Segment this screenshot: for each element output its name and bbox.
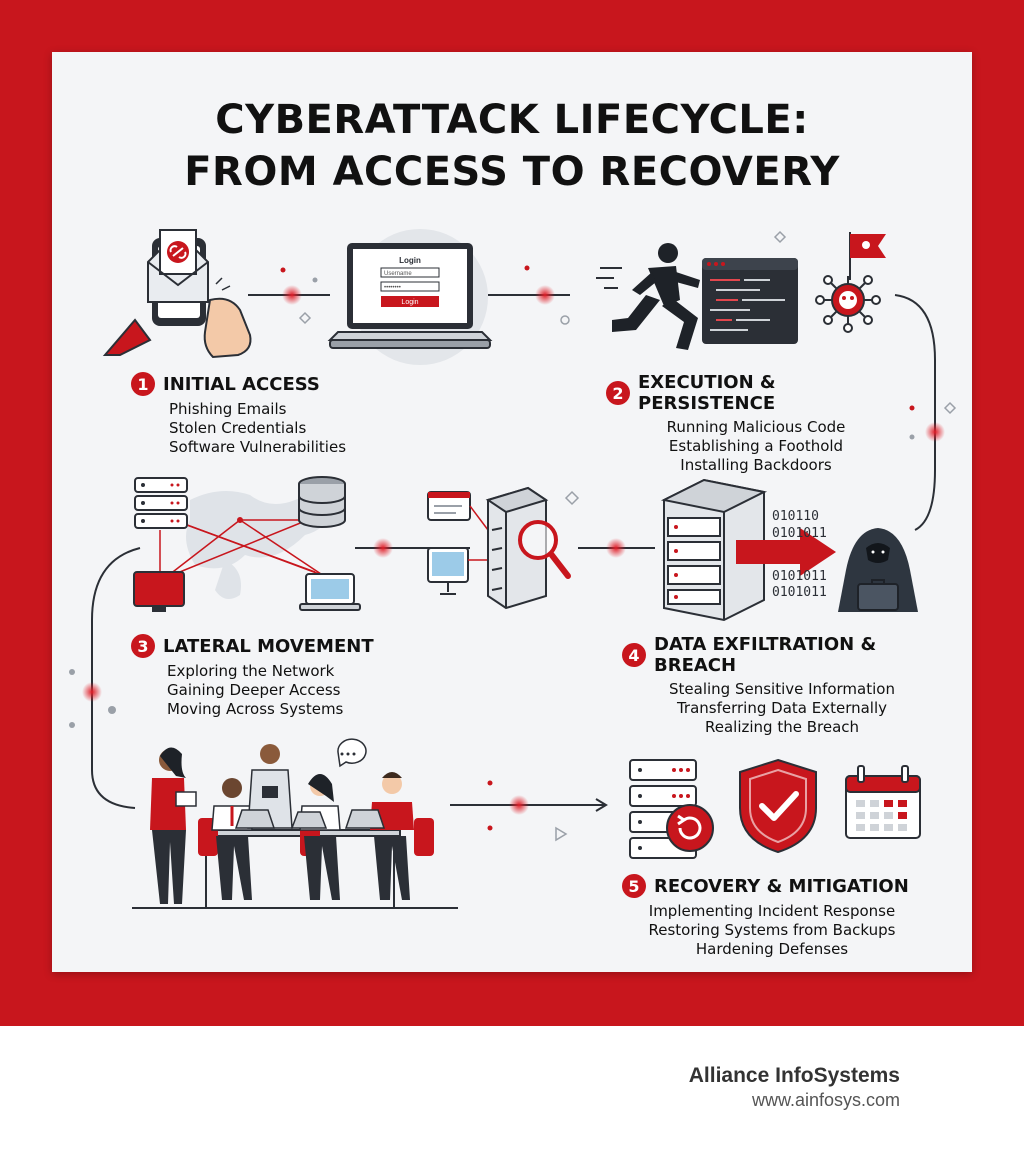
step-item: Exploring the Network [167, 662, 335, 680]
step-item: Restoring Systems from Backups [648, 921, 896, 939]
step-number: 4 [622, 643, 646, 667]
step-title: INITIAL ACCESS [163, 373, 320, 395]
step-item: Stolen Credentials [169, 419, 307, 437]
login-username-field: Username [384, 271, 412, 277]
binary-line-2: 0101011 [772, 526, 827, 541]
step-data-exfiltration: 4 DATA EXFILTRATION & BREACH Stealing Sen… [622, 634, 952, 737]
binary-line-1: 010110 [772, 509, 819, 524]
step-item: Implementing Incident Response [648, 902, 896, 920]
step-item: Phishing Emails [169, 400, 287, 418]
footer-branding: Alliance InfoSystems www.ainfosys.com [689, 1064, 900, 1111]
step-title: EXECUTION & PERSISTENCE [638, 372, 776, 414]
binary-line-4: 0101011 [772, 585, 827, 600]
step-item: Installing Backdoors [680, 456, 832, 474]
step-item: Stealing Sensitive Information [669, 680, 895, 698]
running-attacker-icon [596, 243, 700, 350]
company-name: Alliance InfoSystems [688, 1064, 900, 1087]
server-investigation-icon [427, 486, 571, 610]
malware-flag-icon [815, 232, 886, 333]
step-recovery-mitigation: 5 RECOVERY & MITIGATION Implementing Inci… [622, 874, 922, 959]
infographic-title: CYBERATTACK LIFECYCLE: FROM ACCESS TO RE… [52, 94, 972, 198]
connector-glows [82, 285, 945, 815]
company-url: www.ainfosys.com [751, 1090, 900, 1110]
lateral-movement-network-icon [133, 476, 361, 612]
incident-response-team-icon [132, 738, 458, 909]
step-item: Gaining Deeper Access [167, 681, 341, 699]
step-item: Establishing a Foothold [668, 437, 844, 455]
security-shield-check-icon [739, 758, 817, 854]
step-number: 1 [131, 372, 155, 396]
hooded-hacker-icon [838, 528, 918, 612]
phishing-email-icon [102, 229, 252, 359]
binary-data-stream: 010110 0101011 0101011 0101011 [772, 509, 827, 600]
step-item: Running Malicious Code [666, 418, 846, 436]
step-title: RECOVERY & MITIGATION [654, 875, 909, 897]
binary-line-3: 0101011 [772, 569, 827, 584]
login-password-field: •••••••• [384, 285, 401, 291]
login-button: Login [401, 299, 418, 306]
step-number: 3 [131, 634, 155, 658]
step-title: DATA EXFILTRATION & BREACH [654, 634, 877, 676]
login-laptop-icon: Login Username •••••••• Login [327, 229, 493, 365]
step-item: Hardening Defenses [695, 940, 849, 958]
title-line-1: CYBERATTACK LIFECYCLE: [215, 97, 809, 143]
step-item: Realizing the Breach [704, 718, 860, 736]
step-number: 5 [622, 874, 646, 898]
step-initial-access: 1 INITIAL ACCESS Phishing Emails Stolen C… [131, 372, 346, 457]
step-item: Moving Across Systems [167, 700, 344, 718]
login-title: Login [399, 256, 421, 265]
step-item: Software Vulnerabilities [169, 438, 347, 456]
lifecycle-diagram: Login Username •••••••• Login [69, 229, 957, 909]
data-exfiltration-server-icon [660, 478, 836, 622]
calendar-schedule-icon [845, 765, 921, 839]
step-number: 2 [606, 381, 630, 405]
step-execution-persistence: 2 EXECUTION & PERSISTENCE Running Malicio… [606, 372, 916, 475]
step-item: Transferring Data Externally [676, 699, 888, 717]
decorative-dots [69, 230, 957, 842]
backup-restore-icon [629, 759, 714, 859]
step-title: LATERAL MOVEMENT [163, 635, 374, 657]
malicious-code-window-icon [702, 258, 798, 344]
title-line-2: FROM ACCESS TO RECOVERY [184, 149, 840, 195]
